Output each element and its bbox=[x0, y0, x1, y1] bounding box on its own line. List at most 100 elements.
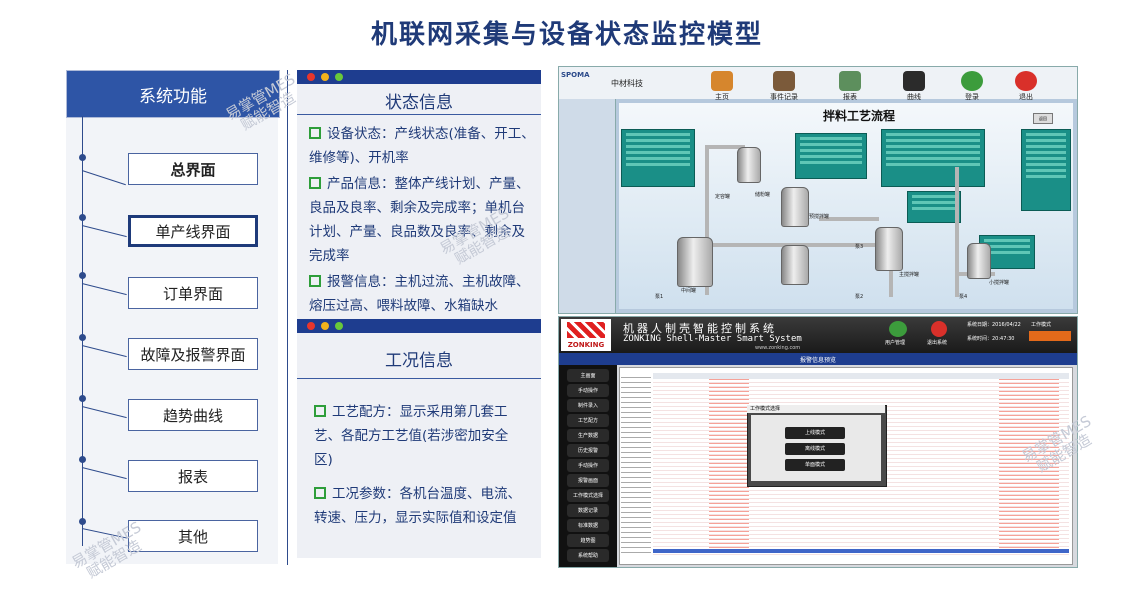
zonking-hmi-screenshot: ZONKING 机器人制壳智能控制系统 ZONKING Shell-Master… bbox=[558, 316, 1078, 568]
sidebar-button[interactable]: 主画面 bbox=[567, 369, 609, 382]
work-section-title: 工况信息 bbox=[385, 351, 453, 371]
checkbox-icon bbox=[309, 275, 321, 287]
brand-text: ZONKING bbox=[567, 341, 605, 349]
sidebar-button[interactable]: 报警画面 bbox=[567, 474, 609, 487]
work-item: 工艺配方：显示采用第几套工艺、各配方工艺值(若涉密加安全区) bbox=[314, 404, 509, 468]
system-title-en: ZONKING Shell-Master Smart System bbox=[623, 334, 802, 344]
status-item: 设备状态：产线状态(准备、开工、维修等)、开机率 bbox=[309, 126, 535, 166]
pipe bbox=[955, 167, 959, 297]
nav-node bbox=[79, 334, 86, 341]
report-icon[interactable] bbox=[839, 71, 861, 91]
checkbox-icon bbox=[314, 487, 326, 499]
tank-label: 主搅拌罐 bbox=[899, 272, 920, 278]
status-section-title: 状态信息 bbox=[385, 93, 453, 113]
toolbar-label: 登录 bbox=[965, 93, 979, 101]
back-button[interactable]: 返回 bbox=[1033, 113, 1053, 124]
alarm-header-bar bbox=[559, 353, 1077, 365]
nav-node bbox=[79, 154, 86, 161]
sidebar-button[interactable]: 制件录入 bbox=[567, 399, 609, 412]
home-icon[interactable] bbox=[711, 71, 733, 91]
system-date: 系统日期：2016/04/22 bbox=[967, 322, 1021, 328]
toolbar-label: 退出 bbox=[1019, 93, 1033, 101]
offline-mode-button[interactable]: 离线模式 bbox=[785, 443, 845, 455]
param-panel bbox=[907, 191, 961, 223]
sidebar-button[interactable]: 标准数据 bbox=[567, 519, 609, 532]
work-item: 工况参数：各机台温度、电流、转速、压力，显示实际值和设定值 bbox=[314, 486, 521, 526]
online-mode-button[interactable]: 上线模式 bbox=[785, 427, 845, 439]
login-icon[interactable] bbox=[961, 71, 983, 91]
checkbox-icon bbox=[309, 177, 321, 189]
divider-line bbox=[287, 70, 288, 565]
event-log-icon[interactable] bbox=[773, 71, 795, 91]
sidebar-button[interactable]: 工艺配方 bbox=[567, 414, 609, 427]
status-item: 报警信息：主机过流、主机故障、熔压过高、喂料故障、水箱缺水 bbox=[309, 274, 530, 314]
alarm-header-title: 报警信息预览 bbox=[799, 357, 836, 364]
toolbar-label: 报表 bbox=[843, 93, 857, 101]
dialog-titlebar: 工作模式选择 bbox=[747, 405, 885, 413]
checkbox-icon bbox=[309, 127, 321, 139]
pump-label: 泵3 bbox=[855, 244, 864, 250]
power-icon[interactable] bbox=[931, 321, 947, 337]
work-mode-badge bbox=[1029, 331, 1071, 341]
param-panel bbox=[1021, 129, 1071, 211]
pump-label: 泵4 bbox=[959, 294, 968, 300]
yellow-dot-icon bbox=[321, 322, 329, 330]
sidebar-button[interactable]: 系统帮助 bbox=[567, 549, 609, 562]
process-title: 拌料工艺流程 bbox=[822, 109, 895, 123]
sidebar-button[interactable]: 生产数据 bbox=[567, 429, 609, 442]
pipe bbox=[819, 217, 879, 221]
alarm-text-column bbox=[999, 379, 1059, 555]
section-divider bbox=[297, 114, 541, 115]
toolbar-label: 主页 bbox=[715, 93, 729, 101]
user-button-label: 用户管理 bbox=[885, 340, 906, 346]
nav-node bbox=[79, 456, 86, 463]
tree-view bbox=[621, 377, 651, 557]
process-hmi-screenshot: SPOMA 中材科技 主页 事件记录 报表 曲线 登录 退出 拌料工艺流程 返回… bbox=[558, 66, 1078, 314]
tank-icon bbox=[875, 227, 903, 271]
tank-icon bbox=[737, 147, 761, 183]
status-item: 产品信息：整体产线计划、产量、良品及良率、剩余及完成率；单机台计划、产量、良品数… bbox=[309, 176, 530, 264]
yellow-dot-icon bbox=[321, 73, 329, 81]
pump-label: 泵2 bbox=[855, 294, 864, 300]
nav-item-faults[interactable]: 故障及报警界面 bbox=[128, 338, 258, 370]
nav-item-reports[interactable]: 报表 bbox=[128, 460, 258, 492]
tank-label: 中间罐 bbox=[681, 288, 697, 294]
nav-node bbox=[79, 214, 86, 221]
alarm-text-column bbox=[709, 379, 749, 555]
red-dot-icon bbox=[307, 322, 315, 330]
nav-item-trends[interactable]: 趋势曲线 bbox=[128, 399, 258, 431]
pump-label: 泵1 bbox=[655, 294, 664, 300]
tank-icon bbox=[781, 245, 809, 285]
power-icon[interactable] bbox=[1015, 71, 1037, 91]
selected-row[interactable] bbox=[653, 549, 1069, 553]
tank-label: 小搅拌罐 bbox=[989, 280, 1010, 286]
pipe bbox=[705, 145, 745, 149]
sidebar-button[interactable]: 工作模式选择 bbox=[567, 489, 609, 502]
sidebar-button[interactable]: 历史报警 bbox=[567, 444, 609, 457]
red-dot-icon bbox=[307, 73, 315, 81]
sidebar-button[interactable]: 数据记录 bbox=[567, 504, 609, 517]
sidebar-button[interactable]: 手动操作 bbox=[567, 384, 609, 397]
nav-node bbox=[79, 518, 86, 525]
tank-icon bbox=[677, 237, 713, 287]
tank-label: 定容罐 bbox=[715, 194, 731, 200]
work-mode-label: 工作模式 bbox=[1031, 322, 1052, 328]
green-dot-icon bbox=[335, 322, 343, 330]
nav-tree-line bbox=[82, 116, 83, 546]
nav-item-overview[interactable]: 总界面 bbox=[128, 153, 258, 185]
system-time: 系统时间：20:47:30 bbox=[967, 336, 1015, 342]
nav-item-single-line[interactable]: 单产线界面 bbox=[128, 215, 258, 247]
single-mode-button[interactable]: 单面模式 bbox=[785, 459, 845, 471]
sidebar-button[interactable]: 手动操作 bbox=[567, 459, 609, 472]
user-icon[interactable] bbox=[889, 321, 907, 337]
chart-icon[interactable] bbox=[903, 71, 925, 91]
hmi-sidebar bbox=[559, 99, 616, 313]
nav-item-other[interactable]: 其他 bbox=[128, 520, 258, 552]
toolbar-label: 事件记录 bbox=[770, 93, 798, 101]
sidebar-button[interactable]: 趋势图 bbox=[567, 534, 609, 547]
info-panel bbox=[297, 70, 541, 558]
spoma-logo: SPOMA bbox=[561, 71, 590, 79]
green-dot-icon bbox=[335, 73, 343, 81]
nav-item-orders[interactable]: 订单界面 bbox=[128, 277, 258, 309]
zonking-logo: ZONKING bbox=[561, 319, 611, 351]
